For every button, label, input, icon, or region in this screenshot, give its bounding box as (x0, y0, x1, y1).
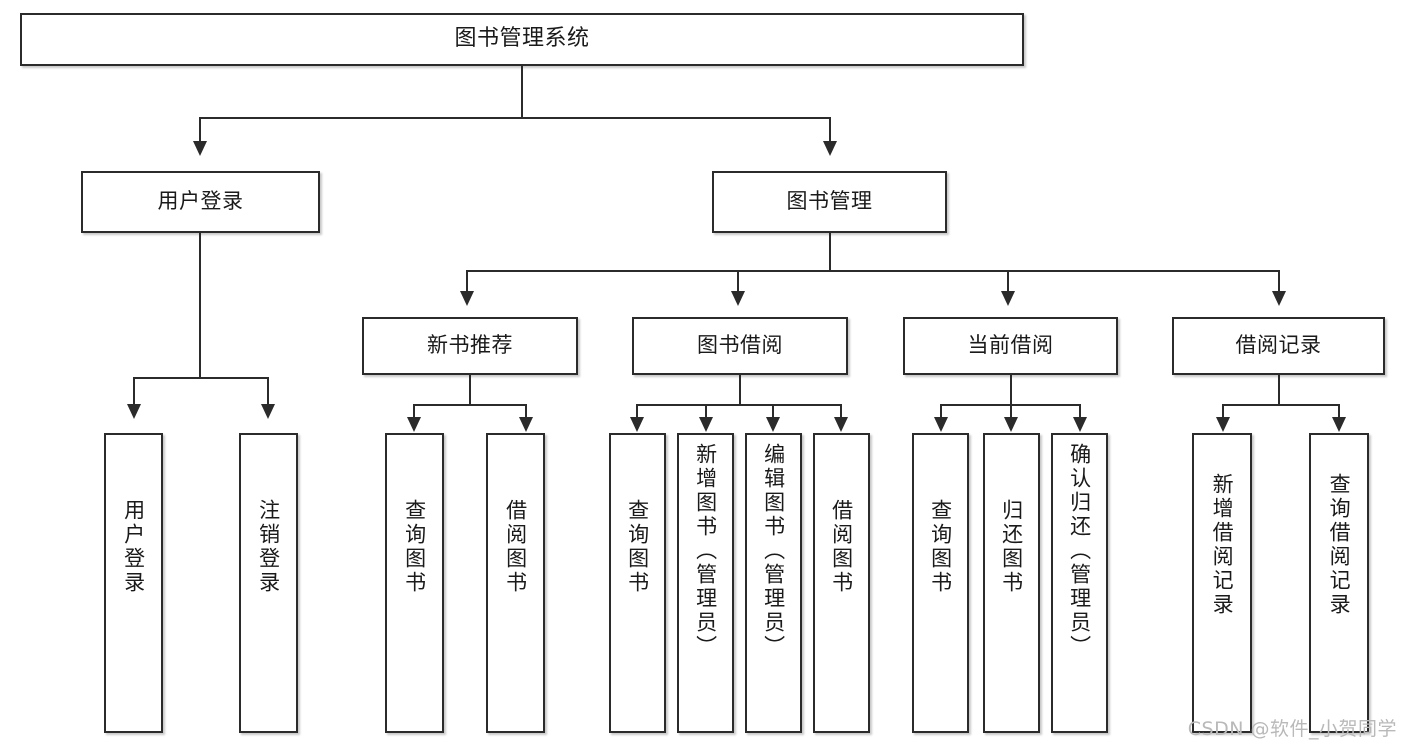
connector-root-stem (521, 66, 523, 118)
connector-bm-drop-2 (737, 270, 739, 292)
leaf-bb-add-book-admin[interactable]: 新增图书（管理员） (677, 433, 734, 733)
connector-book-manage-stem (829, 233, 831, 271)
node-current-borrow[interactable]: 当前借阅 (903, 317, 1118, 375)
node-label: 确认归还（管理员） (1067, 443, 1092, 659)
leaf-nbr-borrow-book[interactable]: 借阅图书 (486, 433, 545, 733)
node-book-management[interactable]: 图书管理 (712, 171, 947, 233)
leaf-bb-borrow-book[interactable]: 借阅图书 (813, 433, 870, 733)
connector-bm-drop-1 (466, 270, 468, 292)
arrow-bb-leaf-1 (630, 417, 644, 432)
connector-br-bus (1222, 404, 1340, 406)
node-label: 用户登录 (121, 499, 146, 595)
node-label: 图书管理系统 (454, 26, 590, 52)
connector-bb-bus (636, 404, 842, 406)
connector-cb-drop-3 (1079, 404, 1081, 418)
connector-nbr-stem (469, 375, 471, 405)
arrow-cb-leaf-2 (1004, 417, 1018, 432)
arrow-to-book-borrow (731, 291, 745, 306)
node-label: 图书管理 (786, 189, 873, 214)
arrow-to-leaf-user-login (127, 404, 141, 419)
node-label: 新增图书（管理员） (693, 443, 718, 659)
arrow-root-to-book-manage (823, 141, 837, 156)
leaf-cb-return-book[interactable]: 归还图书 (983, 433, 1040, 733)
connector-bb-drop-3 (772, 404, 774, 418)
connector-user-login-bus (133, 377, 267, 379)
leaf-br-query-record[interactable]: 查询借阅记录 (1309, 433, 1369, 733)
connector-bb-drop-4 (840, 404, 842, 418)
connector-br-drop-2 (1338, 404, 1340, 418)
connector-nbr-drop-2 (525, 404, 527, 418)
node-user-login[interactable]: 用户登录 (81, 171, 320, 233)
arrow-bb-leaf-2 (699, 417, 713, 432)
arrow-root-to-user-login (193, 141, 207, 156)
node-new-book-recommend[interactable]: 新书推荐 (362, 317, 578, 375)
leaf-cb-confirm-return-admin[interactable]: 确认归还（管理员） (1051, 433, 1108, 733)
node-label: 借阅图书 (829, 499, 854, 595)
leaf-bb-query-book[interactable]: 查询图书 (609, 433, 666, 733)
connector-cb-stem (1010, 375, 1012, 405)
arrow-to-leaf-logout (261, 404, 275, 419)
arrow-cb-leaf-3 (1073, 417, 1087, 432)
leaf-nbr-query-book[interactable]: 查询图书 (385, 433, 444, 733)
arrow-nbr-leaf-2 (519, 417, 533, 432)
arrow-to-new-book-recommend (460, 291, 474, 306)
node-label: 查询借阅记录 (1327, 473, 1352, 617)
leaf-logout[interactable]: 注销登录 (239, 433, 298, 733)
connector-root-to-user-login (199, 117, 201, 143)
connector-bb-drop-1 (636, 404, 638, 418)
node-label: 当前借阅 (967, 333, 1054, 358)
connector-br-stem (1278, 375, 1280, 405)
connector-bb-stem (739, 375, 741, 405)
connector-bb-drop-2 (705, 404, 707, 418)
leaf-bb-edit-book-admin[interactable]: 编辑图书（管理员） (745, 433, 802, 733)
node-label: 新书推荐 (427, 333, 513, 358)
arrow-bb-leaf-3 (766, 417, 780, 432)
node-root-system[interactable]: 图书管理系统 (20, 13, 1024, 66)
arrow-to-borrow-record (1272, 291, 1286, 306)
node-label: 新增借阅记录 (1210, 473, 1235, 617)
arrow-nbr-leaf-1 (407, 417, 421, 432)
connector-nbr-bus (413, 404, 527, 406)
node-borrow-record[interactable]: 借阅记录 (1172, 317, 1385, 375)
node-label: 图书借阅 (697, 333, 783, 358)
leaf-cb-query-book[interactable]: 查询图书 (912, 433, 969, 733)
connector-user-login-stem (199, 233, 201, 378)
connector-br-drop-1 (1222, 404, 1224, 418)
connector-cb-drop-1 (940, 404, 942, 418)
connector-bm-drop-4 (1278, 270, 1280, 292)
connector-nbr-drop-1 (413, 404, 415, 418)
node-label: 编辑图书（管理员） (761, 443, 786, 659)
node-book-borrow[interactable]: 图书借阅 (632, 317, 848, 375)
node-label: 查询图书 (928, 499, 953, 595)
leaf-user-login[interactable]: 用户登录 (104, 433, 163, 733)
arrow-br-leaf-2 (1332, 417, 1346, 432)
connector-user-login-drop-2 (267, 377, 269, 405)
arrow-cb-leaf-1 (934, 417, 948, 432)
arrow-br-leaf-1 (1216, 417, 1230, 432)
node-label: 归还图书 (999, 499, 1024, 595)
node-label: 借阅图书 (503, 499, 528, 595)
node-label: 查询图书 (625, 499, 650, 595)
arrow-bb-leaf-4 (834, 417, 848, 432)
node-label: 借阅记录 (1235, 333, 1322, 358)
csdn-watermark: CSDN @软件_小贺同学 (1187, 718, 1397, 740)
node-label: 用户登录 (157, 189, 244, 214)
node-label: 注销登录 (256, 499, 281, 595)
node-label: 查询图书 (402, 499, 427, 595)
connector-bm-drop-3 (1007, 270, 1009, 292)
connector-user-login-drop-1 (133, 377, 135, 405)
connector-root-bus (199, 117, 831, 119)
connector-cb-drop-2 (1010, 404, 1012, 418)
leaf-br-add-record[interactable]: 新增借阅记录 (1192, 433, 1252, 733)
arrow-to-current-borrow (1001, 291, 1015, 306)
connector-root-to-book-manage (829, 117, 831, 143)
connector-book-manage-bus (466, 270, 1280, 272)
